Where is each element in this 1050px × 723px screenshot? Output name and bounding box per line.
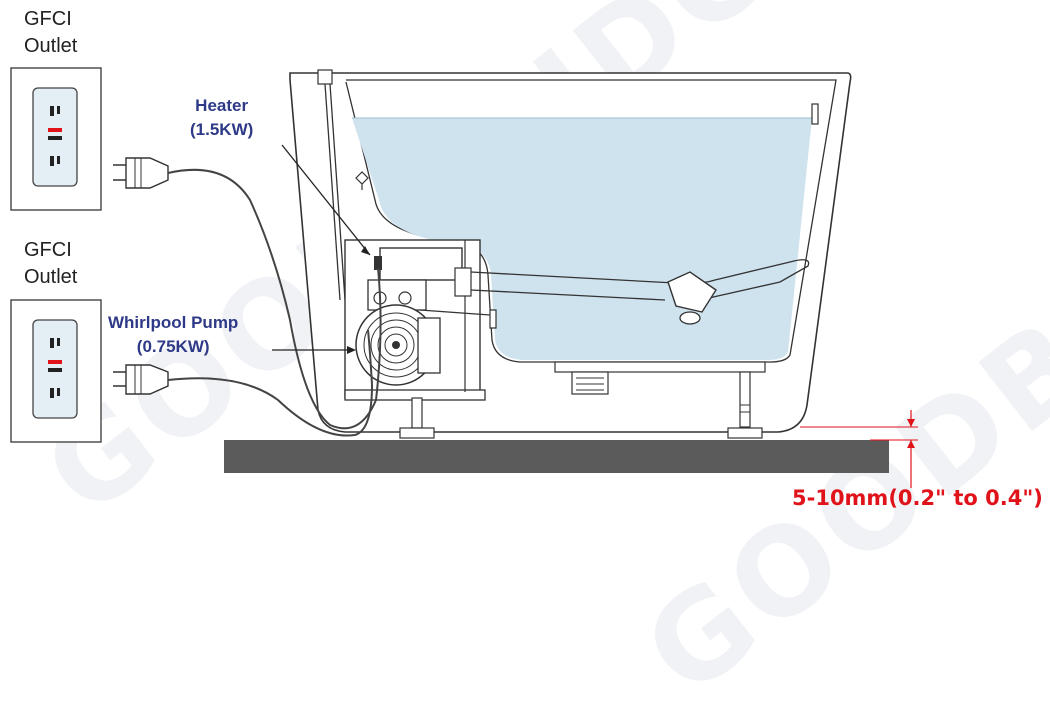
drain-fitting [571, 371, 609, 395]
cord-heater [167, 168, 382, 430]
cord-pump [167, 329, 374, 437]
jet-nozzle [679, 311, 701, 325]
overflow-pipe [324, 83, 341, 301]
tub-inner-wall [345, 79, 837, 363]
supply-pipe [470, 289, 666, 301]
leg-right [739, 371, 751, 428]
bathtub-diagram [10, 67, 918, 488]
leg-left [411, 397, 423, 429]
pump-housing [417, 317, 441, 374]
heater-arrow [361, 246, 370, 255]
heater-name: Heater [195, 96, 249, 115]
pump-name: Whirlpool Pump [108, 313, 239, 332]
outlet-top-label: GFCI Outlet [24, 6, 77, 60]
outlet-top-label-line2: Outlet [24, 35, 78, 57]
foot-right [727, 427, 763, 439]
overflow-pipe-2 [329, 83, 346, 301]
heater-plug [374, 256, 382, 270]
heater-outlet [454, 267, 472, 297]
outlet-bottom-label-line2: Outlet [24, 266, 78, 288]
pump-arrow [347, 346, 356, 354]
drain-base [554, 361, 766, 373]
floor [224, 440, 889, 473]
plug-top [113, 157, 169, 189]
side-handle [811, 103, 819, 125]
outlet-bottom-label: GFCI Outlet [24, 237, 77, 291]
outlet-top-label-line1: GFCI [24, 8, 72, 30]
floor-gap-label: 5-10mm(0.2" to 0.4") [792, 486, 1043, 510]
heater-leader [281, 144, 371, 256]
heater-body [379, 247, 463, 281]
jet-fitting [667, 271, 717, 313]
heater-power: (1.5KW) [190, 120, 254, 139]
heater-label: Heater (1.5KW) [190, 94, 253, 142]
overflow-cap [317, 69, 333, 85]
gap-arrow-down [907, 419, 915, 427]
outlet-bottom-label-line1: GFCI [24, 239, 72, 261]
pump-port-2 [398, 291, 412, 305]
plug-bottom [113, 364, 169, 395]
gap-arrow-up [907, 440, 915, 448]
foot-left [399, 427, 435, 439]
pump-power: (0.75KW) [136, 337, 210, 356]
pump-label: Whirlpool Pump (0.75KW) [108, 311, 238, 359]
valve [355, 171, 369, 190]
